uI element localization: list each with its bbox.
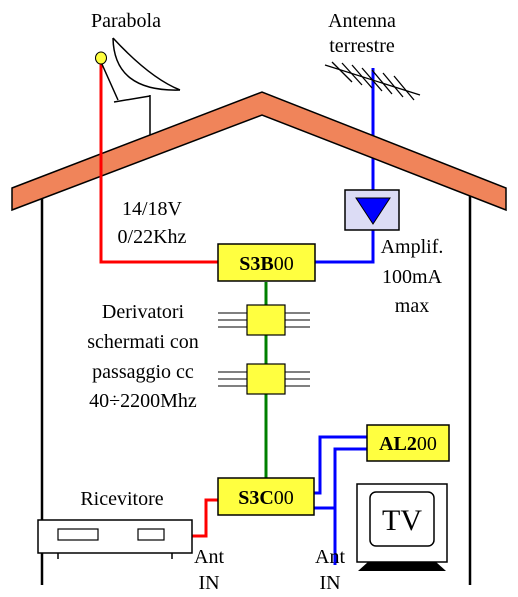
tv-ant-in-line2: IN: [319, 572, 340, 594]
receiver-ant-in-line2: IN: [198, 572, 219, 594]
satellite-dish-icon: [95, 37, 181, 103]
taps-label-line4: 40÷2200Mhz: [89, 390, 197, 412]
s3b-module-code: S3B: [239, 253, 273, 275]
al2-module-suffix: 00: [417, 433, 437, 455]
lnb-power-label-line2: 0/22Khz: [118, 226, 187, 248]
tv-label: TV: [382, 504, 422, 537]
taps-label-line1: Derivatori: [102, 301, 185, 323]
tv-ant-in-line1: Ant: [315, 546, 345, 568]
s3b-module-suffix: 00: [274, 253, 294, 275]
tv-cable-inner: [314, 447, 367, 510]
taps-label-line3: passaggio cc: [92, 361, 194, 383]
svg-text:S3B00: S3B00: [239, 253, 293, 275]
tv-cable-outer: [314, 435, 367, 495]
yagi-antenna-icon: [324, 61, 421, 101]
lnb-cable: [99, 62, 218, 264]
tv-icon: TV: [356, 483, 448, 571]
svg-text:AL200: AL200: [379, 433, 437, 455]
lnb-power-label-line1: 14/18V: [122, 198, 183, 220]
amplifier-triangle-icon: [344, 189, 400, 231]
antenna-label-line2: terrestre: [329, 35, 395, 57]
al2-module: AL200: [366, 424, 450, 462]
receiver-icon: [37, 519, 193, 559]
amp-label-line1: Amplif.: [381, 236, 444, 258]
receiver-label: Ricevitore: [80, 488, 163, 510]
receiver-cable: [192, 498, 218, 538]
amp-label-line2: 100mA: [382, 266, 443, 288]
amp-label-line3: max: [395, 295, 429, 317]
lnb-icon: [95, 51, 107, 65]
tap-1: [218, 304, 310, 336]
s3b-module: S3B00: [217, 243, 316, 282]
svg-text:S3C00: S3C00: [238, 487, 294, 509]
s3c-module-suffix: 00: [274, 487, 294, 509]
taps-label-line2: schermati con: [87, 331, 199, 353]
tap-2: [218, 363, 310, 395]
s3c-module: S3C00: [217, 477, 315, 516]
terrestrial-cable: [315, 230, 375, 264]
roof: [11, 91, 507, 212]
al2-module-code: AL2: [379, 433, 417, 455]
s3c-module-code: S3C: [238, 487, 274, 509]
receiver-ant-in-line1: Ant: [194, 546, 224, 568]
dish-label: Parabola: [91, 10, 161, 32]
antenna-label-line1: Antenna: [328, 10, 396, 32]
